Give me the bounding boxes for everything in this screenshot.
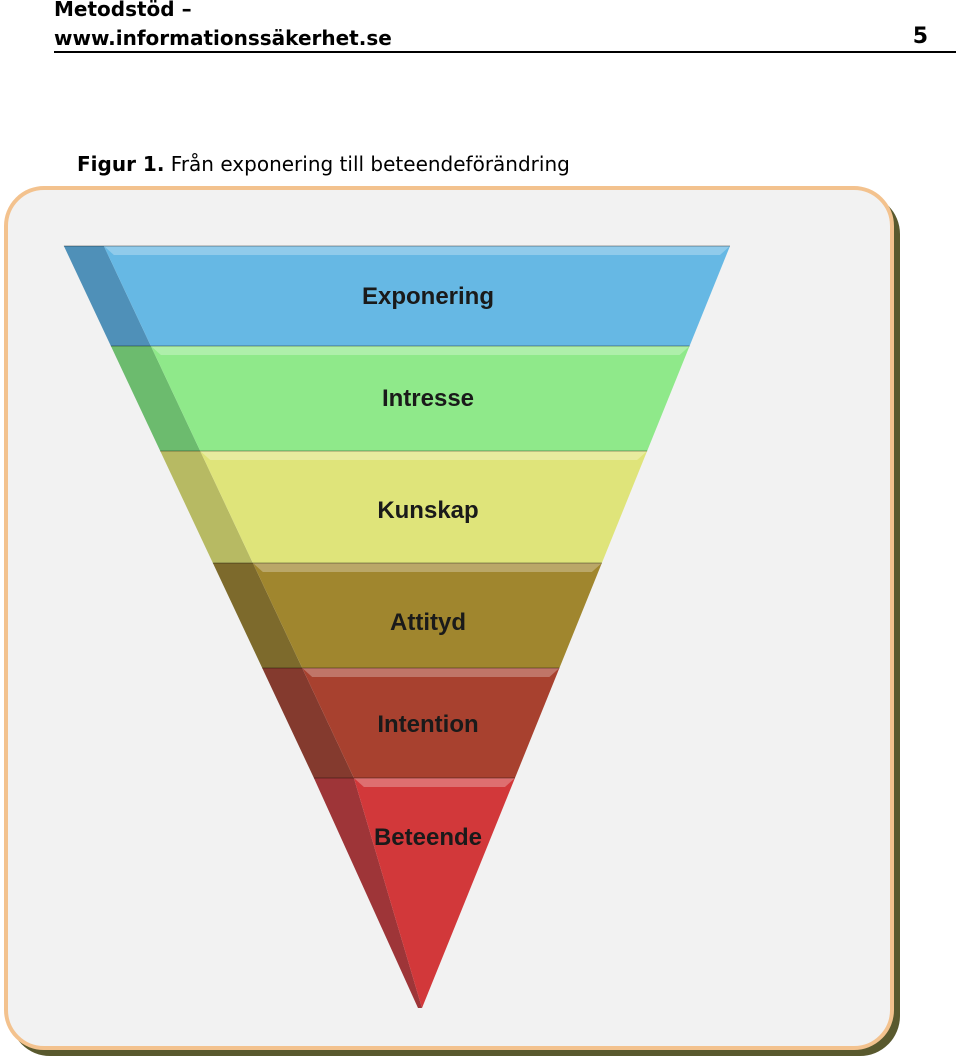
funnel-label: Attityd [390, 609, 466, 636]
funnel-label: Exponering [362, 283, 494, 310]
funnel-side-face [110, 346, 201, 451]
funnel-level-exponering: Exponering [63, 245, 731, 346]
funnel-bevel [150, 346, 690, 355]
funnel-label: Beteende [374, 824, 482, 851]
page-number: 5 [912, 24, 928, 49]
figure-caption: Figur 1. Från exponering till beteendefö… [77, 150, 570, 178]
funnel-level-intention: Intention [262, 667, 560, 778]
funnel-level-beteende: Beteende [313, 777, 515, 1008]
funnel-side-face [63, 246, 151, 346]
funnel-side-face [262, 668, 354, 778]
funnel-side-face [212, 563, 303, 668]
funnel-level-attityd: Attityd [212, 562, 602, 668]
funnel-label: Kunskap [377, 497, 478, 524]
funnel-label: Intention [377, 711, 478, 738]
header-url[interactable]: www.informationssäkerhet.se [54, 26, 392, 50]
funnel-bevel [103, 246, 731, 255]
figure-title: Från exponering till beteendeförändring [170, 152, 570, 176]
funnel-level-intresse: Intresse [110, 345, 690, 451]
figure-label: Figur 1. [77, 152, 165, 176]
header-title: Metodstöd – [54, 0, 192, 21]
funnel-front-face [302, 668, 560, 778]
funnel-side-face [160, 451, 253, 563]
funnel-front-face [103, 246, 731, 346]
funnel-bevel [252, 563, 602, 572]
funnel-bevel [353, 778, 515, 787]
funnel-front-face [200, 451, 648, 563]
funnel-bevel [200, 451, 648, 460]
funnel-side-face [313, 778, 422, 1008]
funnel-level-kunskap: Kunskap [160, 450, 648, 563]
funnel-front-face [353, 778, 515, 1008]
funnel-bevel [302, 668, 560, 677]
funnel-front-face [150, 346, 690, 451]
funnel-label: Intresse [382, 385, 474, 412]
funnel-front-face [252, 563, 602, 668]
page-header: Metodstöd – www.informationssäkerhet.se … [54, 0, 956, 53]
